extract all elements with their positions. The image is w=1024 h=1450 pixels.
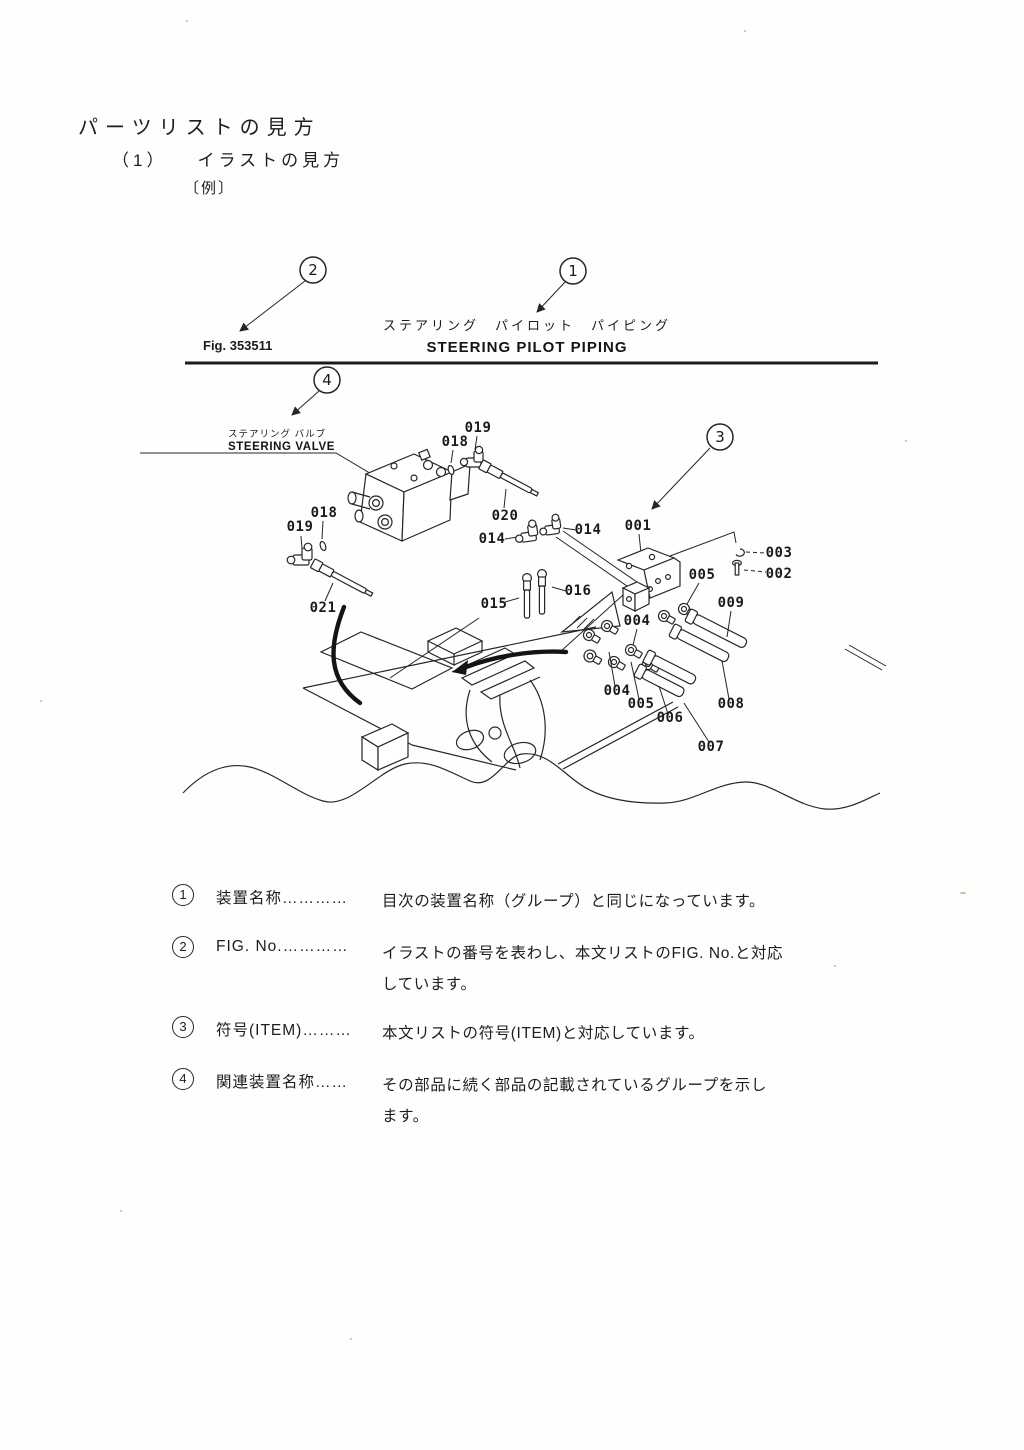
legend-description-line1: 本文リストの符号(ITEM)と対応しています。: [382, 1025, 705, 1042]
part-label-004-upper: 004: [624, 613, 651, 629]
fitting-cluster: [582, 582, 700, 700]
page-title: パーツリストの見方: [78, 117, 321, 139]
figure-title-en: STEERING PILOT PIPING: [426, 339, 627, 356]
mount-arrow-right: [463, 649, 569, 670]
part-label-009: 009: [718, 595, 745, 611]
part-label-005-lower: 005: [628, 696, 655, 712]
legend-term: FIG. No.…………: [216, 938, 349, 955]
mount-arrow-head: [452, 660, 468, 675]
part-label-019-left: 019: [287, 519, 314, 535]
part-label-003: 003: [766, 545, 793, 561]
fitting-020-probe: [478, 459, 540, 509]
part-label-014-left: 014: [479, 531, 506, 547]
part-label-015: 015: [481, 596, 508, 612]
pipes: [633, 608, 748, 743]
part-label-008: 008: [718, 696, 745, 712]
steering-valve-drawing: [347, 448, 471, 542]
legend-description-line1: イラストの番号を表わし、本文リストのFIG. No.と対応: [382, 945, 784, 962]
part-label-019-top: 019: [465, 420, 492, 436]
figure-number: Fig. 353511: [203, 338, 272, 353]
fitting-014-pair: [504, 513, 648, 596]
break-wave: [182, 753, 881, 810]
machine-body: [302, 617, 887, 772]
fitting-021-set: [286, 520, 374, 602]
part-label-001: 001: [625, 518, 652, 534]
legend-row-3: 3 符号(ITEM)……… 本文リストの符号(ITEM)と対応しています。: [172, 1016, 952, 1086]
balloon-4: 4: [291, 366, 341, 416]
svg-text:2: 2: [308, 261, 318, 279]
example-label: 〔例〕: [184, 180, 236, 197]
part-label-004-lower: 004: [604, 683, 631, 699]
part-label-002: 002: [766, 566, 793, 582]
fitting-018-top: [447, 449, 455, 476]
legend-description-line1: 目次の装置名称（グループ）と同じになっています。: [382, 893, 766, 910]
valve-label-leader: [140, 452, 396, 489]
svg-text:3: 3: [715, 428, 725, 446]
legend-term: 装置名称…………: [216, 890, 349, 907]
legend-circled-number: 4: [172, 1068, 194, 1090]
part-label-006: 006: [657, 710, 684, 726]
legend-circled-number: 1: [172, 884, 194, 906]
part-label-018-top: 018: [442, 434, 469, 450]
legend-description-line1: その部品に続く部品の記載されているグループを示し: [382, 1077, 768, 1094]
legend-row-4: 4 関連装置名称…… その部品に続く部品の記載されているグループを示し ます。: [172, 1068, 952, 1138]
legend-description: その部品に続く部品の記載されているグループを示し ます。: [382, 1070, 942, 1132]
page-subtitle: （1） イラストの見方: [112, 146, 344, 171]
mount-wedge: [560, 590, 621, 633]
subtitle-text: イラストの見方: [197, 151, 345, 170]
part-label-018-left: 018: [311, 505, 338, 521]
legend-description-line2: ます。: [382, 1108, 429, 1125]
clip-003: [735, 548, 767, 557]
legend-circled-number: 3: [172, 1016, 194, 1038]
balloon-1: 1: [536, 257, 587, 313]
hoses-015-016: [504, 568, 567, 619]
legend-circled-number: 2: [172, 936, 194, 958]
bracket-001: [559, 531, 737, 653]
part-label-020: 020: [492, 508, 519, 524]
valve-label-en: STEERING VALVE: [228, 441, 335, 453]
part-label-016: 016: [565, 583, 592, 599]
svg-text:4: 4: [322, 371, 332, 389]
part-label-005-upper: 005: [689, 567, 716, 583]
balloon-2: 2: [239, 256, 327, 332]
legend-term: 関連装置名称……: [216, 1074, 349, 1091]
legend-description-line2: しています。: [382, 976, 477, 993]
fitting-019-top: [459, 435, 484, 468]
subtitle-number: （1）: [112, 151, 168, 170]
legend-description: 本文リストの符号(ITEM)と対応しています。: [382, 1018, 942, 1049]
svg-text:1: 1: [568, 262, 578, 280]
legend-description: 目次の装置名称（グループ）と同じになっています。: [382, 886, 942, 917]
balloon-3: 3: [651, 423, 734, 510]
legend-row-1: 1 装置名称………… 目次の装置名称（グループ）と同じになっています。: [172, 884, 952, 954]
part-label-021: 021: [310, 600, 337, 616]
legend-row-2: 2 FIG. No.………… イラストの番号を表わし、本文リストのFIG. No…: [172, 936, 952, 1006]
legend-term: 符号(ITEM)………: [216, 1022, 352, 1039]
part-label-014-right: 014: [575, 522, 602, 538]
mount-curve-left: [331, 604, 363, 706]
legend-description: イラストの番号を表わし、本文リストのFIG. No.と対応 しています。: [382, 938, 942, 1000]
part-label-007: 007: [698, 739, 725, 755]
valve-label-ja: ステアリング バルブ: [228, 428, 326, 440]
figure-title-ja: ステアリング パイロット パイピング: [383, 318, 671, 333]
screw-002: [731, 559, 767, 576]
